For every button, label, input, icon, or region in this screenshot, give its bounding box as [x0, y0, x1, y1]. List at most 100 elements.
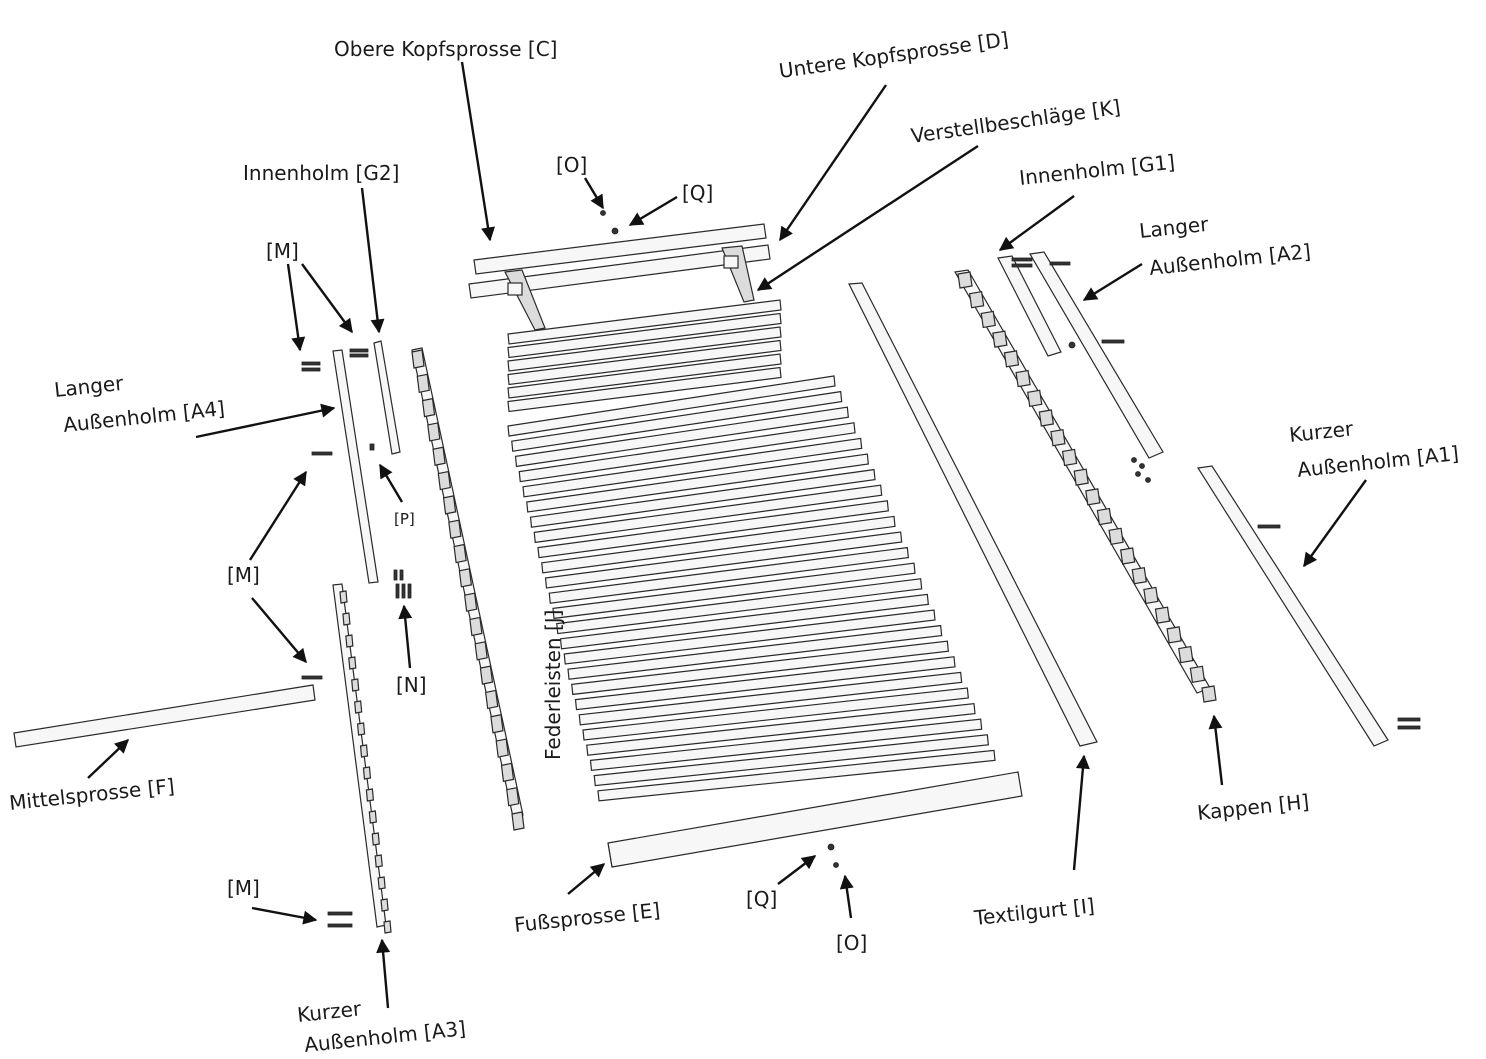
- kappen-part: [954, 269, 1217, 703]
- arrow-kurzer-a3: [376, 938, 391, 1009]
- arrow-langer-a2: [1082, 262, 1143, 302]
- rail-tooth: [351, 678, 360, 692]
- rail-tooth: [368, 810, 377, 824]
- label-q-top: [Q]: [682, 181, 713, 205]
- label-verstellbeschlaege: Verstellbeschläge [K]: [909, 95, 1122, 148]
- kappe-cap: [427, 422, 441, 442]
- textilgurt-part: [848, 282, 1098, 747]
- label-langer-a4-line2: Außenholm [A4]: [62, 396, 226, 437]
- arrow-p: [378, 463, 404, 503]
- innenholm-g1-part: [997, 255, 1062, 357]
- federleiste-slat: [589, 718, 983, 772]
- federleiste-slat: [578, 671, 963, 726]
- federleiste-slat: [507, 339, 782, 386]
- rail-tooth: [359, 744, 369, 758]
- label-q-bottom: [Q]: [746, 887, 777, 911]
- arrow-o-top: [583, 177, 605, 210]
- label-kurzer-a3-line1: Kurzer: [296, 996, 363, 1027]
- mittelsprosse-part: [13, 684, 316, 748]
- rail-tooth: [339, 590, 348, 604]
- label-federleisten: Federleisten [J]: [541, 610, 565, 760]
- kappe-cap: [500, 762, 515, 783]
- federleiste-slat: [514, 406, 849, 468]
- federleiste-slat: [563, 609, 936, 665]
- kappe-cap: [1119, 547, 1136, 565]
- arrow-o-bottom: [839, 874, 854, 919]
- federleiste-slat: [544, 531, 903, 589]
- federleiste-slat: [567, 624, 943, 680]
- label-textilgurt: Textilgurt [I]: [972, 893, 1096, 930]
- kappe-cap: [980, 310, 996, 329]
- kappe-cap: [1073, 468, 1089, 486]
- federleiste-slat: [559, 593, 929, 650]
- arrow-fusssprosse: [567, 863, 606, 895]
- kappe-cap: [1096, 507, 1113, 526]
- rail-tooth: [365, 788, 375, 802]
- kurzer-aussenholm-a3-part: [332, 583, 392, 934]
- obere-kopfsprosse-part: [473, 223, 767, 275]
- arrow-untere-kopfsprosse: [779, 84, 887, 242]
- label-o-top: [O]: [556, 153, 587, 177]
- kappe-cap: [474, 641, 488, 661]
- kappen-left-strip: [411, 347, 525, 831]
- kappe-cap: [495, 738, 509, 758]
- kappe-cap: [432, 446, 446, 466]
- federleiste-slat: [556, 578, 923, 635]
- rail-tooth: [371, 832, 380, 846]
- arrow-kurzer-a1: [1303, 479, 1367, 568]
- kappe-cap: [1038, 409, 1055, 427]
- federleiste-slat: [552, 562, 916, 620]
- federleiste-slat: [511, 390, 843, 452]
- kappe-cap: [490, 714, 504, 734]
- federleiste-slat: [507, 326, 782, 372]
- federleiste-slat: [507, 375, 836, 437]
- kappe-cap: [437, 470, 451, 491]
- kappe-cap: [416, 373, 430, 394]
- federleiste-slat: [586, 702, 976, 756]
- kappe-cap: [1003, 350, 1020, 368]
- kappe-cap: [1154, 606, 1171, 624]
- label-o-bottom: [O]: [836, 931, 867, 955]
- rail-tooth: [354, 700, 363, 714]
- rail-tooth: [383, 920, 392, 934]
- langer-aussenholm-a2-part: [1029, 251, 1164, 459]
- federleiste-slat: [507, 366, 782, 413]
- federleiste-slat: [593, 734, 989, 787]
- label-kappen: Kappen [H]: [1196, 789, 1310, 825]
- kappe-cap: [1061, 448, 1078, 467]
- federleiste-slat: [541, 515, 896, 574]
- kappe-cap: [968, 291, 985, 309]
- arrow-langer-a4: [195, 403, 336, 439]
- kappe-cap: [1027, 389, 1043, 407]
- kappe-cap: [506, 786, 520, 807]
- kappe-cap: [458, 568, 473, 588]
- arrow-obere-kopfsprosse: [460, 61, 495, 242]
- kappe-cap: [411, 349, 425, 369]
- label-fusssprosse: Fußsprosse [E]: [513, 898, 661, 937]
- rail-tooth: [345, 634, 354, 648]
- label-langer-a2-line2: Außenholm [A2]: [1148, 239, 1312, 280]
- label-innenholm-g2: Innenholm [G2]: [243, 161, 399, 185]
- federleiste-slat: [533, 484, 883, 544]
- label-n: [N]: [396, 673, 427, 697]
- federleiste-slat: [571, 640, 949, 696]
- federleiste-slat: [526, 453, 869, 513]
- label-kurzer-a1-line2: Außenholm [A1]: [1296, 441, 1460, 482]
- arrow-n: [398, 604, 413, 669]
- label-langer-a2-line1: Langer: [1138, 212, 1210, 243]
- kappe-cap: [1178, 645, 1194, 664]
- untere-kopfsprosse-part: [468, 244, 771, 299]
- label-kurzer-a1-line1: Kurzer: [1288, 416, 1355, 447]
- verstellbeschlaege-part: [504, 245, 755, 331]
- arrow-mittelsprosse: [87, 739, 130, 779]
- kappe-cap: [421, 397, 436, 418]
- federleiste-slat: [507, 353, 782, 399]
- federleiste-slat: [529, 468, 876, 528]
- rail-tooth: [356, 722, 366, 736]
- kappe-cap: [1189, 665, 1206, 683]
- arrow-q-bottom: [777, 855, 817, 885]
- arrow-m-mid-2: [251, 597, 307, 664]
- label-p: [P]: [394, 510, 415, 528]
- arrow-verstellbeschlaege: [756, 144, 979, 292]
- federleiste-slat: [597, 749, 996, 802]
